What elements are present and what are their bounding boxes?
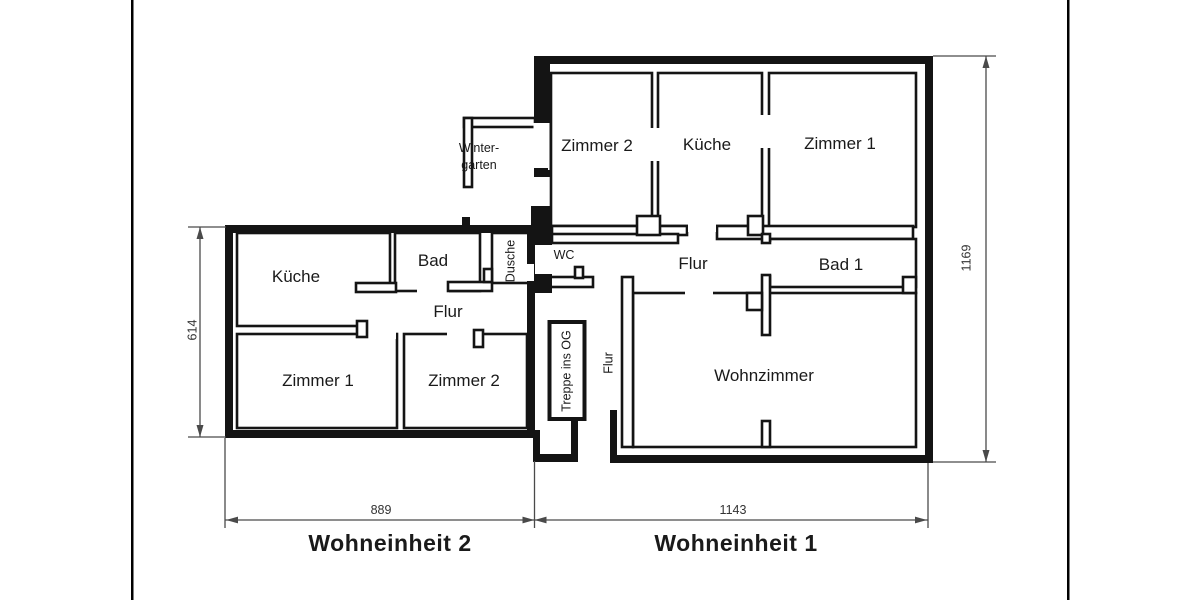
wall-wohnzimmer-left [620,275,635,449]
jamb-bad1-divider-stub [760,232,772,245]
label-we1-bad1: Bad 1 [819,255,863,274]
dim-614: 614 [185,320,199,341]
label-we1-zimmer1: Zimmer 1 [804,134,876,153]
jamb-wohnzimmer-step [745,291,764,312]
label-we2-bad: Bad [418,251,448,270]
entry-pier-lower [531,274,552,293]
we2-outer-right [527,225,535,430]
room-we2-zimmer1 [235,332,399,430]
we1-top-outer-top [535,56,933,64]
wintergarten-left-wall [462,116,474,189]
label-we2-kueche: Küche [272,267,320,286]
title-wohneinheit-2: Wohneinheit 2 [308,530,471,556]
dimension-lines [188,55,996,528]
label-wintergarten-line1: Winter- [459,141,499,155]
label-wintergarten-line2: garten [461,158,496,172]
we1-entry-stub [610,410,617,456]
page-border-left [131,0,134,600]
jamb-wc-tick [573,265,585,280]
dimension-labels: 614 1169 889 1143 [185,245,973,517]
stair-bay-bottom [533,454,578,462]
we1-outer-right-upper [925,56,933,233]
we1-outer-bottom [610,455,933,463]
label-we1-wohnzimmer: Wohnzimmer [714,366,814,385]
we2-outer-bottom [225,430,533,438]
jamb-bad2-tick [482,267,494,284]
jamb-bad1-notch [901,275,918,295]
we2-outer-left [225,225,233,438]
jamb-top-flur-step-right [746,214,765,237]
jamb-bad2-dusche-band [446,280,494,293]
room-we2-kueche [235,231,392,328]
we1-outer-right-lower [925,232,933,463]
jamb-kueche2-foot [354,281,398,294]
wall-band-flur-top-right [715,224,915,241]
label-we2-zimmer2: Zimmer 2 [428,371,500,390]
interior-walls [235,71,918,449]
jamb-top-flur-step-left [635,214,662,237]
label-we2-flur: Flur [433,302,463,321]
label-we1-zimmer2: Zimmer 2 [561,136,633,155]
wintergarten-top-wall [462,116,537,129]
door-openings [365,115,774,339]
unit-titles: Wohneinheit 2 Wohneinheit 1 [308,530,817,556]
room-we1-wohnzimmer [631,291,918,449]
wall-wc-bottom [544,275,595,289]
stair-bay-right [571,415,578,462]
label-we1-wc: WC [554,248,575,262]
dim-1143: 1143 [720,503,747,517]
room-we1-zimmer1 [767,71,918,229]
entry-pier-upper [531,206,552,245]
title-wohneinheit-1: Wohneinheit 1 [654,530,817,556]
label-we1-kueche: Küche [683,135,731,154]
we2-top-wall-notch [462,217,470,225]
label-we1-flur: Flur [678,254,708,273]
jamb-zimmer2-2-top [472,328,485,349]
label-we1-flur-klein: Flur [601,352,615,374]
room-we1-bad1 [768,237,918,289]
page-borders [131,0,1070,600]
door-jambs [354,168,918,449]
label-we1-treppe: Treppe ins OG [559,330,573,412]
jamb-kueche2-bottom [355,319,369,339]
page-border-right [1067,0,1070,600]
room-labels: Winter- garten Zimmer 2 Küche Zimmer 1 K… [272,134,876,412]
label-we2-dusche: Dusche [503,240,517,282]
dim-1169: 1169 [959,245,973,272]
treppe-box [547,320,587,421]
we2-outer-top [225,225,535,233]
jamb-wohnzimmer-bottom [760,419,772,449]
room-we1-zimmer2 [549,71,654,228]
label-we2-zimmer1: Zimmer 1 [282,371,354,390]
stair-bay-left [533,430,540,461]
dim-889: 889 [371,503,392,517]
jamb-wintergarten [534,168,548,175]
